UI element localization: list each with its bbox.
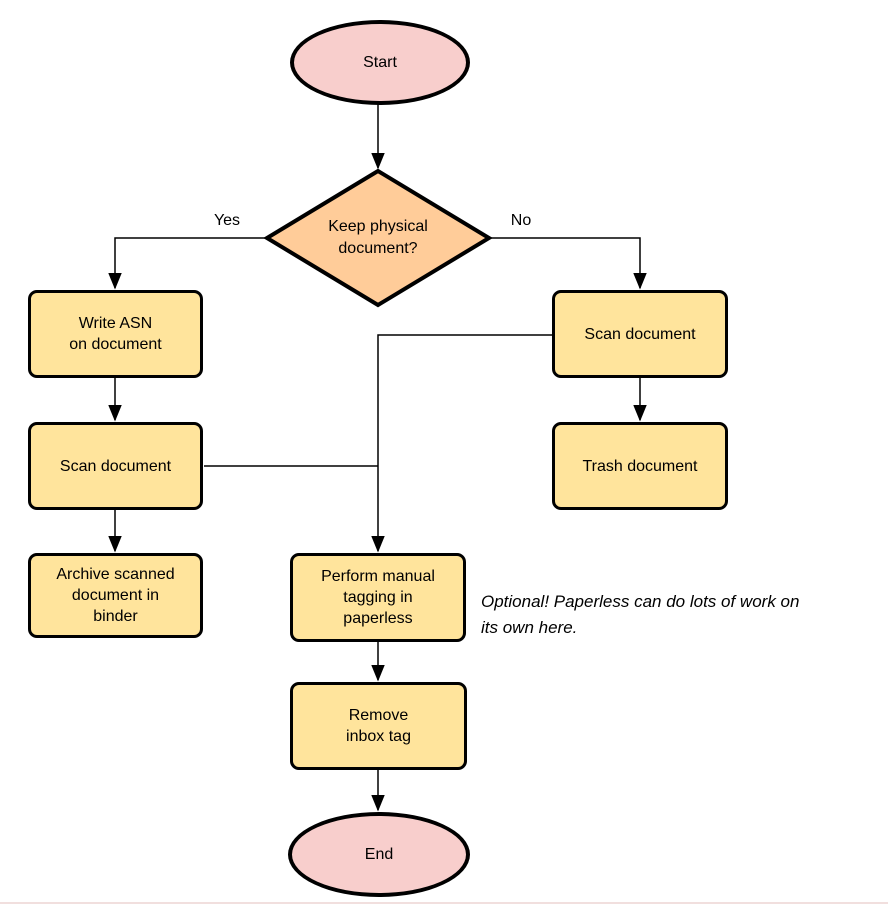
node-decision-label: Keep physical document? — [328, 218, 428, 257]
page-bottom-border — [0, 902, 888, 904]
node-scan-document-right: Scan document — [552, 290, 728, 378]
node-end: End — [288, 812, 470, 897]
node-start-label: Start — [363, 54, 397, 71]
edge-label-yes: Yes — [213, 212, 241, 229]
node-archive-binder: Archive scanned document in binder — [28, 553, 203, 638]
node-write-asn: Write ASN on document — [28, 290, 203, 378]
node-archive-binder-label: Archive scanned document in binder — [56, 566, 175, 625]
node-trash-document-label: Trash document — [582, 457, 698, 475]
optional-note: Optional! Paperless can do lots of work … — [481, 592, 800, 637]
edge-decision-no-to-scan-right — [489, 237, 647, 290]
node-manual-tagging-label: Perform manual tagging in paperless — [321, 568, 435, 627]
node-remove-inbox-tag: Remove inbox tag — [290, 682, 467, 770]
node-trash-document: Trash document — [552, 422, 728, 510]
edge-decision-yes-to-write-asn — [108, 237, 267, 290]
decision-diamond-shape — [263, 168, 493, 308]
node-write-asn-label: Write ASN on document — [69, 315, 162, 353]
node-manual-tagging: Perform manual tagging in paperless — [290, 553, 466, 642]
node-scan-document-right-label: Scan document — [584, 325, 696, 343]
node-end-label: End — [364, 846, 394, 863]
edge-label-no: No — [510, 212, 532, 229]
node-remove-inbox-tag-label: Remove inbox tag — [346, 707, 411, 745]
edge-scan-right-to-tagging — [371, 334, 552, 553]
node-scan-document-left: Scan document — [28, 422, 203, 510]
node-scan-document-left-label: Scan document — [59, 457, 172, 475]
node-start: Start — [290, 20, 470, 105]
